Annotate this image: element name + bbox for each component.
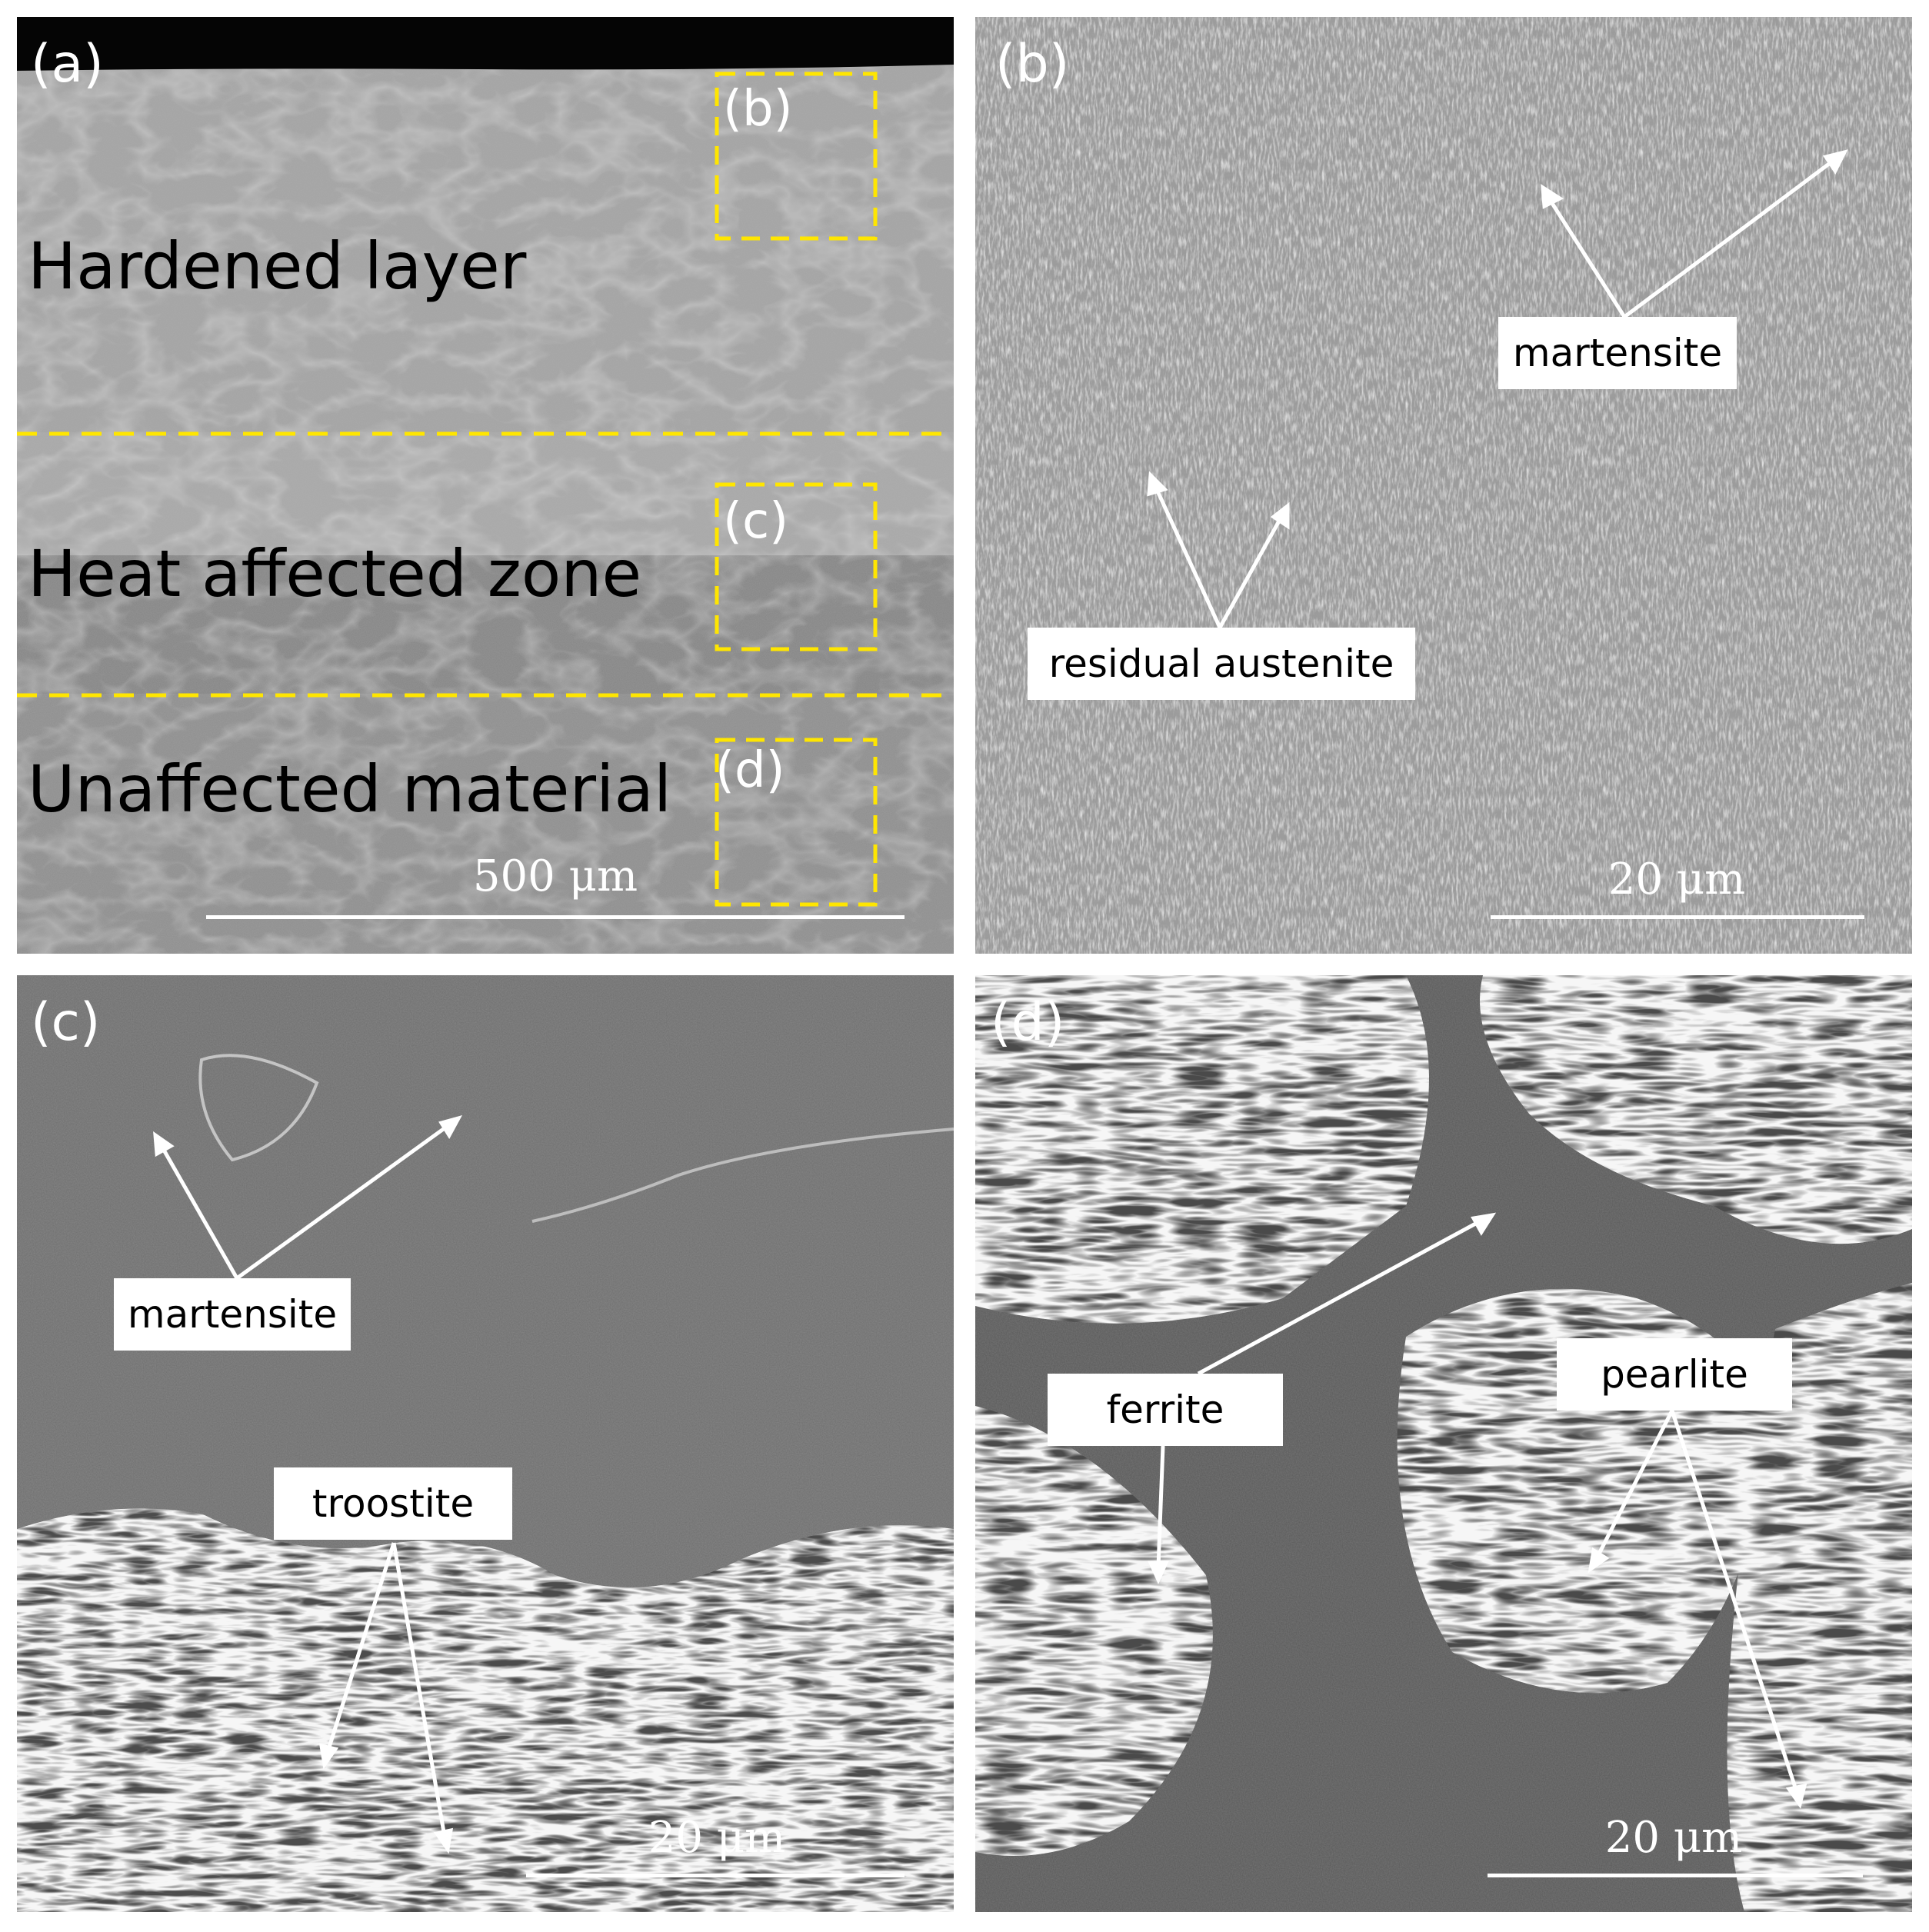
panel-b: (b) martensite residual austenite 20 μm [975, 17, 1912, 954]
arrow-head [1588, 1547, 1610, 1574]
zone-label-hardened: Hardened layer [28, 228, 527, 304]
arrow-line [1547, 197, 1627, 318]
panel-label: (c) [31, 992, 101, 1053]
arrow-head [153, 1131, 175, 1158]
panel-label: (b) [995, 34, 1070, 95]
martensite-label: martensite [1498, 317, 1737, 389]
micrograph-a [17, 17, 954, 954]
arrow-line [1218, 515, 1284, 629]
box-label-b: (b) [723, 81, 793, 138]
micrograph-c [17, 975, 954, 1912]
troostite-label: troostite [274, 1467, 512, 1540]
scale-bar [1491, 915, 1864, 919]
arrow-line [235, 1124, 449, 1281]
panel-label: (a) [31, 34, 104, 95]
arrow-head [1541, 184, 1564, 209]
scale-bar [1488, 1874, 1863, 1877]
arrow-head [318, 1743, 339, 1770]
ferrite-label: ferrite [1048, 1374, 1283, 1446]
arrow-head [438, 1115, 463, 1139]
overlay-a [17, 72, 954, 907]
zone-label-haz: Heat affected zone [28, 536, 642, 611]
arrow-line [1156, 1445, 1165, 1568]
scale-bar [206, 915, 905, 919]
arrow-line [1670, 1410, 1799, 1793]
arrow-head [1822, 149, 1848, 175]
box-label-c: (c) [723, 493, 789, 550]
overlay-b [1147, 149, 1848, 629]
arrow-line [325, 1542, 396, 1753]
scale-bar-label: 500 μm [472, 851, 638, 901]
region-box-d [715, 738, 878, 907]
panel-d: (d) ferrite pearlite 20 μm [975, 975, 1912, 1912]
overlay-d [1148, 1212, 1807, 1809]
region-box-b [715, 72, 878, 241]
arrow-line [1623, 159, 1834, 319]
arrow-head [1270, 501, 1290, 530]
residual-austenite-label: residual austenite [1028, 628, 1415, 700]
arrow-head [1147, 471, 1168, 497]
panel-a: (a) Hardened layer Heat affected zone Un… [17, 17, 954, 954]
scale-bar-label: 20 μm [1608, 854, 1746, 904]
scale-bar-label: 20 μm [648, 1813, 786, 1863]
scale-bar [526, 1874, 905, 1877]
arrow-head [1471, 1212, 1497, 1236]
arrow-line [159, 1144, 239, 1280]
martensite-label: martensite [114, 1278, 351, 1351]
arrow-head [1148, 1561, 1169, 1585]
box-label-d: (d) [715, 742, 785, 799]
micrograph-b [975, 17, 1912, 954]
region-box-c [715, 482, 878, 651]
arrow-line [391, 1542, 447, 1837]
panel-label: (d) [991, 992, 1065, 1053]
arrow-line [1594, 1409, 1674, 1560]
scale-bar-label: 20 μm [1604, 1813, 1743, 1863]
arrow-head [1785, 1783, 1807, 1809]
panel-c: (c) martensite troostite 20 μm [17, 975, 954, 1912]
arrow-line [1153, 485, 1222, 629]
zone-label-unaffected: Unaffected material [28, 751, 672, 827]
arrow-head [433, 1827, 454, 1854]
pearlite-label: pearlite [1557, 1338, 1792, 1411]
arrow-line [1197, 1219, 1481, 1376]
overlay-c [153, 1115, 463, 1854]
